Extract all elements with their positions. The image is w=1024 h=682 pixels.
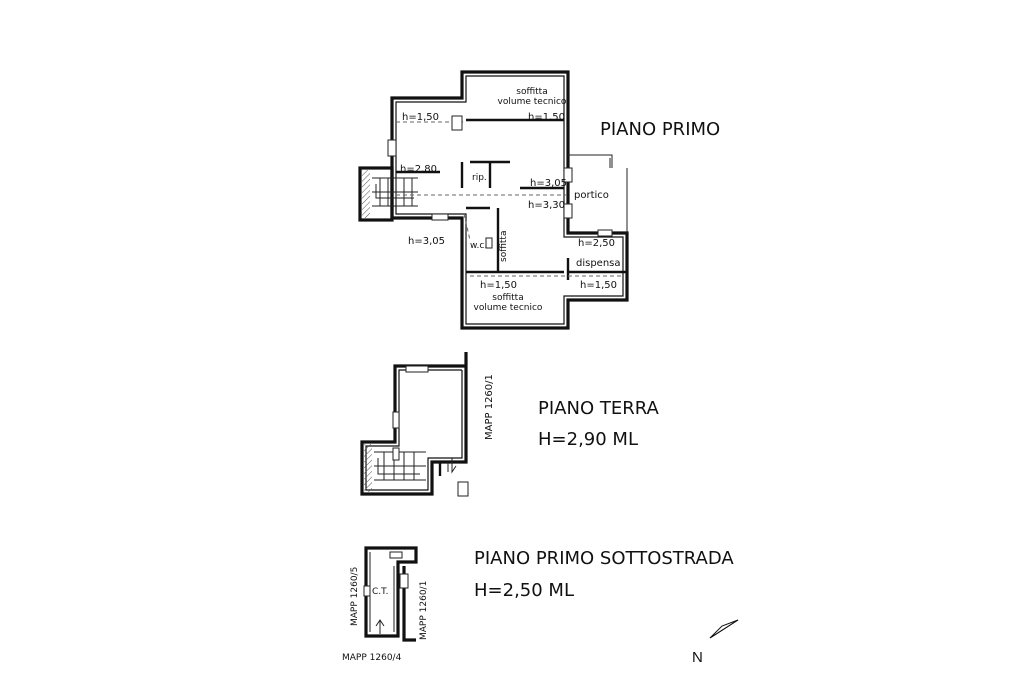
portico-outline xyxy=(568,154,628,233)
sottostrada-outer-wall xyxy=(364,546,418,638)
height-label-2: h=1,50 xyxy=(528,112,565,123)
sottostrada-mapp-left: MAPP 1260/5 xyxy=(350,567,360,626)
primo-stair-block xyxy=(358,166,394,222)
terra-mapp-label: MAPP 1260/1 xyxy=(484,374,495,440)
north-arrow: N xyxy=(692,619,739,666)
height-label-8: h=1,50 xyxy=(480,280,517,291)
wc-label: w.c. xyxy=(470,241,487,251)
volume-tecnico-top-label: volume tecnico xyxy=(498,97,567,107)
sottostrada-mapp-right: MAPP 1260/1 xyxy=(419,581,429,640)
piano-terra-title: PIANO TERRA xyxy=(538,398,659,419)
sottostrada-title: PIANO PRIMO SOTTOSTRADA xyxy=(474,548,734,569)
piano-primo-plan: soffitta volume tecnico h=1,50 h=1,50 h=… xyxy=(358,70,720,330)
soffitta-bottom-label: soffitta xyxy=(492,293,523,303)
piano-terra-plan: MAPP 1260/1 PIANO TERRA H=2,90 ML xyxy=(360,352,659,497)
dispensa-label: dispensa xyxy=(576,258,621,269)
height-label-5: h=3,30 xyxy=(528,200,565,211)
soffitta-top-label: soffitta xyxy=(516,87,547,97)
height-label-7: h=2,50 xyxy=(578,238,615,249)
terra-outer-wall xyxy=(360,352,468,496)
sottostrada-plan: C.T. MAPP 1260/5 MAPP 1260/1 MAPP 1260/4… xyxy=(342,546,734,663)
height-label-4: h=3,05 xyxy=(530,178,567,189)
portico-label: portico xyxy=(574,190,609,201)
soffitta-side-label: soffitta xyxy=(499,231,509,262)
primo-stair xyxy=(372,177,418,207)
volume-tecnico-bottom-label: volume tecnico xyxy=(474,303,543,313)
sottostrada-height: H=2,50 ML xyxy=(474,580,574,601)
rip-label: rip. xyxy=(472,173,487,183)
sottostrada-mapp-bottom: MAPP 1260/4 xyxy=(342,653,402,663)
height-label-1: h=1,50 xyxy=(402,112,439,123)
piano-primo-title: PIANO PRIMO xyxy=(600,119,720,140)
height-label-6: h=3,05 xyxy=(408,236,445,247)
height-label-9: h=1,50 xyxy=(580,280,617,291)
primo-outer-wall xyxy=(390,70,629,330)
ct-label: C.T. xyxy=(372,587,388,597)
height-label-3: h=2,80 xyxy=(400,164,437,175)
north-label: N xyxy=(692,649,703,666)
piano-terra-height: H=2,90 ML xyxy=(538,429,638,450)
terra-stair xyxy=(374,451,426,481)
